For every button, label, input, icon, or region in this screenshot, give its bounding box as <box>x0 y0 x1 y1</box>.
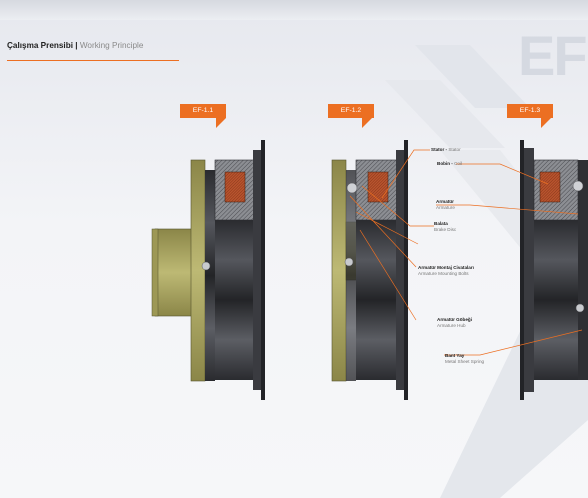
title-underline <box>7 60 179 61</box>
tag-tail <box>362 118 372 128</box>
callout-stator: Stator - Stator <box>431 147 461 152</box>
top-band <box>0 0 588 20</box>
title-separator: | <box>75 41 78 50</box>
title-english: Working Principle <box>79 41 144 50</box>
drawing-ef-1-3 <box>520 140 588 400</box>
tag-ef-1-2: EF-1.2 <box>328 104 374 118</box>
drawing-ef-1-2 <box>331 140 408 400</box>
callout-leaders <box>349 149 583 356</box>
brand-watermark: EF <box>518 24 588 87</box>
tag-tail <box>541 118 551 128</box>
drawing-ef-1-1 <box>151 140 265 400</box>
title-turkish: Çalışma Prensibi <box>7 41 73 50</box>
page-title: Çalışma Prensibi | Working Principle <box>7 41 143 50</box>
tag-ef-1-1: EF-1.1 <box>180 104 226 118</box>
callout-coil: Bobin - Coil <box>437 161 463 166</box>
tag-ef-1-3: EF-1.3 <box>507 104 553 118</box>
tag-tail <box>216 118 226 128</box>
